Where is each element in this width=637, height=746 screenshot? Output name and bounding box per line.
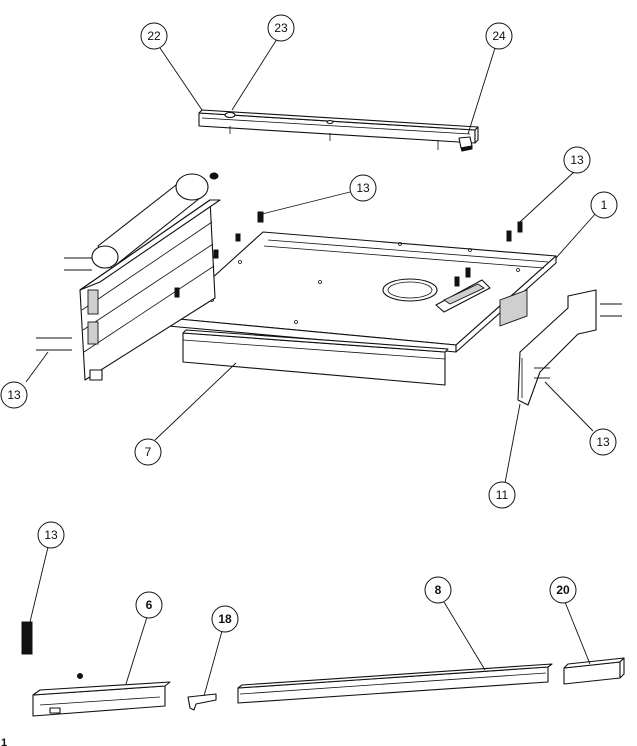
callout-label: 13 <box>356 181 370 195</box>
callout-13-bottom: 13 <box>37 521 65 549</box>
corner-mark: 1 <box>1 737 7 746</box>
rear-apron-part <box>499 289 528 327</box>
callout-18: 18 <box>211 605 239 633</box>
callout-label: 13 <box>7 388 21 402</box>
callout-24: 24 <box>485 22 513 50</box>
fence-bolts <box>36 257 92 351</box>
callout-6: 6 <box>135 591 163 619</box>
callout-label: 13 <box>44 528 58 542</box>
callout-22: 22 <box>140 22 168 50</box>
end-block-part <box>563 657 625 685</box>
callout-label: 20 <box>556 583 570 597</box>
callout-label: 11 <box>496 488 509 502</box>
side-bracket-part <box>517 289 622 406</box>
callout-13-top-right: 13 <box>563 146 591 174</box>
loose-screw-part <box>21 621 83 679</box>
callout-label: 1 <box>601 198 608 212</box>
top-rail-part <box>198 109 479 150</box>
end-cap-part <box>458 136 473 152</box>
callout-11: 11 <box>488 481 516 509</box>
callout-7: 7 <box>134 438 162 466</box>
long-channel-part <box>237 663 553 704</box>
callout-1: 1 <box>590 191 618 219</box>
callout-label: 18 <box>218 612 232 626</box>
callout-13-top: 13 <box>349 174 377 202</box>
callout-label: 6 <box>146 598 153 612</box>
callout-20: 20 <box>549 576 577 604</box>
front-apron-part <box>182 329 449 386</box>
callout-23: 23 <box>267 14 295 42</box>
callout-label: 22 <box>147 29 161 43</box>
short-channel-part <box>32 681 171 717</box>
callout-label: 13 <box>570 153 584 167</box>
clip-part <box>187 693 217 711</box>
fence-roller-assembly <box>36 172 221 381</box>
callout-label: 7 <box>145 445 152 459</box>
callout-label: 8 <box>435 583 442 597</box>
callout-13-left: 13 <box>0 381 28 409</box>
plate-screws <box>174 211 523 298</box>
callout-label: 13 <box>596 435 610 449</box>
callout-8: 8 <box>424 576 452 604</box>
callout-13-right: 13 <box>589 428 617 456</box>
callout-label: 24 <box>492 29 506 43</box>
leader-lines <box>25 38 597 697</box>
callout-label: 23 <box>274 21 288 35</box>
